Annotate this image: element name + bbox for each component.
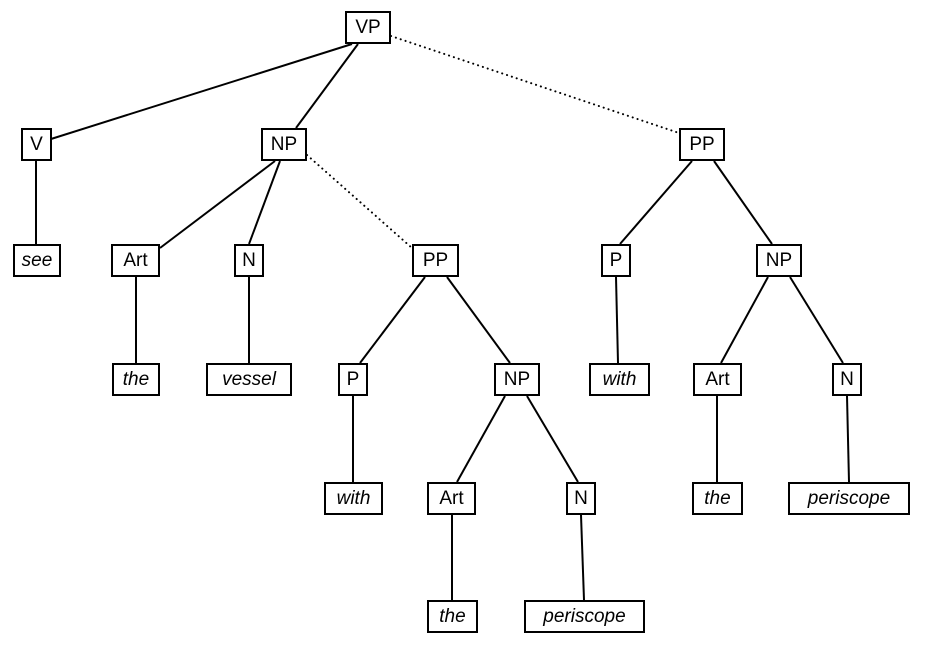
tree-edge-n-r-periscope	[846, 395, 850, 483]
tree-edge-np1-pp-mid	[306, 154, 413, 249]
tree-edge-np-mid-n	[526, 395, 579, 483]
tree-edge-np1-art1	[159, 160, 276, 249]
tree-node-pp_right: PP	[679, 128, 725, 161]
tree-node-see: see	[13, 244, 61, 277]
tree-node-n_r: N	[832, 363, 862, 396]
tree-node-with_r: with	[589, 363, 650, 396]
tree-node-art_r: Art	[693, 363, 742, 396]
tree-node-the_m: the	[427, 600, 478, 633]
tree-edge-pp-right-p	[619, 160, 693, 245]
tree-node-np_mid: NP	[494, 363, 540, 396]
tree-node-art_m: Art	[427, 482, 476, 515]
tree-node-n1: N	[234, 244, 264, 277]
tree-edge-vp-np1	[295, 43, 359, 129]
tree-node-np_right: NP	[756, 244, 802, 277]
tree-node-pp_mid: PP	[412, 244, 459, 277]
tree-edge-vp-pp-right	[390, 35, 680, 134]
tree-edge-p-right-with	[615, 276, 619, 364]
tree-edge-np-right-n	[789, 276, 844, 364]
tree-node-p_right: P	[601, 244, 631, 277]
tree-node-the_r: the	[692, 482, 743, 515]
tree-edge-pp-right-np	[713, 160, 773, 245]
tree-node-vessel: vessel	[206, 363, 292, 396]
tree-edge-pp-mid-p-mid	[359, 276, 426, 364]
tree-node-np1: NP	[261, 128, 307, 161]
tree-edge-pp-mid-np-mid	[446, 276, 511, 364]
tree-edge-np-mid-art	[456, 395, 506, 483]
tree-node-p_mid: P	[338, 363, 368, 396]
tree-node-v: V	[21, 128, 52, 161]
tree-node-peri_m: periscope	[524, 600, 645, 633]
tree-edge-n-m-periscope	[580, 514, 585, 601]
tree-node-n_m: N	[566, 482, 596, 515]
tree-node-vp: VP	[345, 11, 391, 44]
tree-edge-np1-n1	[248, 160, 281, 245]
tree-node-with_m: with	[324, 482, 383, 515]
tree-node-the1: the	[112, 363, 160, 396]
tree-edge-np-right-art	[720, 276, 769, 364]
tree-node-peri_r: periscope	[788, 482, 910, 515]
tree-edge-vp-v	[50, 43, 353, 140]
tree-node-art1: Art	[111, 244, 160, 277]
